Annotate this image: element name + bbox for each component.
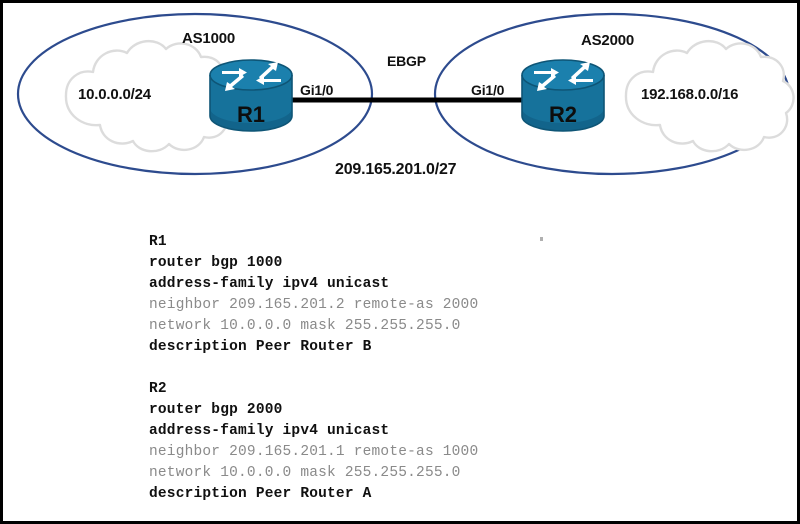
router-r1-icon (209, 59, 293, 132)
ebgp-protocol-label: EBGP (387, 53, 426, 69)
as2000-label: AS2000 (581, 32, 635, 49)
inter-as-subnet-label: 209.165.201.0/27 (335, 161, 457, 178)
config-line: neighbor 209.165.201.1 remote-as 1000 (149, 444, 479, 460)
router-r2-label: R2 (549, 102, 577, 127)
config-line: address-family ipv4 unicast (149, 423, 390, 439)
config-line: network 10.0.0.0 mask 255.255.255.0 (149, 318, 461, 334)
config-line: router bgp 2000 (149, 402, 283, 418)
config-line: address-family ipv4 unicast (149, 276, 390, 292)
config-line: R1 (149, 234, 167, 250)
router-r1-label: R1 (237, 102, 265, 127)
config-block-separator (149, 358, 478, 379)
r2-interface-label: Gi1/0 (471, 82, 505, 98)
as1000-cloud-network-label: 10.0.0.0/24 (78, 86, 151, 103)
config-line: description Peer Router B (149, 339, 372, 355)
config-line: neighbor 209.165.201.2 remote-as 2000 (149, 297, 479, 313)
config-block-r1: R1 router bgp 1000 address-family ipv4 uni… (149, 232, 478, 358)
as2000-network-cloud (624, 40, 795, 153)
router-r2-icon (521, 59, 605, 132)
network-topology-diagram (3, 3, 797, 203)
as2000-cloud-network-label: 192.168.0.0/16 (641, 86, 739, 103)
as1000-label: AS1000 (182, 30, 236, 47)
bgp-configuration-block: R1 router bgp 1000 address-family ipv4 uni… (149, 232, 478, 505)
config-block-r2: R2 router bgp 2000 address-family ipv4 uni… (149, 379, 478, 505)
config-line: R2 (149, 381, 167, 397)
config-line: network 10.0.0.0 mask 255.255.255.0 (149, 465, 461, 481)
r1-interface-label: Gi1/0 (300, 82, 334, 98)
config-line: router bgp 1000 (149, 255, 283, 271)
config-line: description Peer Router A (149, 486, 372, 502)
scan-artifact-speck (540, 237, 543, 241)
